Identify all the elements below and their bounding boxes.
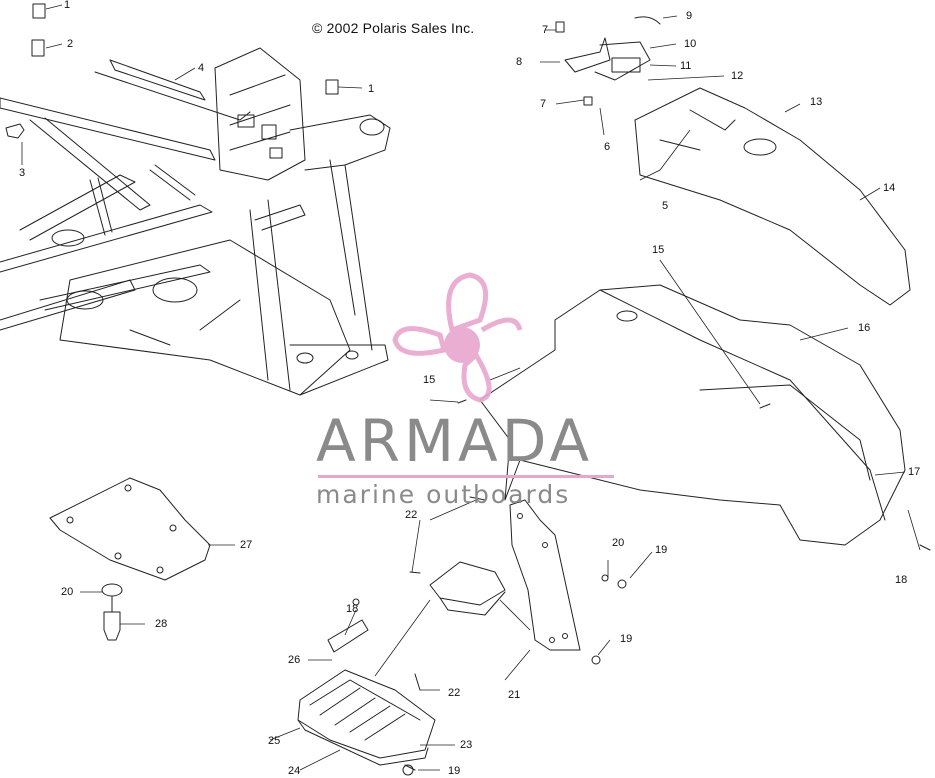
callout-15a: 15	[652, 244, 665, 256]
callout-13: 13	[810, 96, 823, 108]
callout-20b: 20	[612, 537, 625, 549]
callout-24: 24	[288, 765, 301, 777]
callout-12: 12	[731, 70, 744, 82]
callout-2: 2	[67, 38, 74, 50]
front-fender	[479, 284, 906, 546]
callout-7a: 7	[542, 24, 549, 36]
callout-19c: 19	[448, 765, 461, 777]
callout-3: 3	[19, 167, 26, 179]
washer-20-left	[101, 583, 123, 597]
bolt-28	[103, 611, 121, 641]
callout-22b: 22	[448, 687, 461, 699]
callout-25: 25	[268, 735, 281, 747]
callout-7b: 7	[540, 98, 547, 110]
footrest-bracket	[429, 561, 506, 606]
watermark-subtitle: marine outboards	[316, 480, 571, 509]
watermark-divider	[318, 475, 614, 478]
callout-5: 5	[662, 200, 669, 212]
rear-fender	[634, 87, 911, 306]
callout-1a: 1	[64, 0, 71, 11]
propeller-icon	[392, 272, 523, 403]
callout-8: 8	[516, 56, 523, 68]
callout-18b: 18	[346, 603, 359, 615]
copyright-notice: © 2002 Polaris Sales Inc.	[312, 20, 475, 36]
callout-19a: 19	[655, 544, 668, 556]
callout-9: 9	[686, 10, 693, 22]
callout-19b: 19	[620, 633, 633, 645]
callout-23: 23	[460, 739, 473, 751]
callout-4: 4	[198, 62, 205, 74]
callout-20a: 20	[61, 586, 74, 598]
footrest-25	[297, 669, 436, 759]
frame-assembly	[0, 47, 391, 396]
tail-bracket-assembly	[555, 16, 661, 106]
callout-22a: 22	[405, 509, 418, 521]
callout-14: 14	[883, 182, 896, 194]
callout-11: 11	[680, 60, 692, 72]
callout-21: 21	[508, 689, 521, 701]
callout-16: 16	[858, 322, 871, 334]
callout-17: 17	[908, 466, 921, 478]
callout-26: 26	[288, 654, 301, 666]
callout-18a: 18	[895, 574, 908, 586]
callout-27: 27	[240, 539, 253, 551]
skid-plate	[49, 477, 211, 581]
fastener-parts	[5, 3, 339, 139]
callout-10: 10	[684, 38, 697, 50]
mud-flap	[509, 499, 581, 651]
callout-6: 6	[604, 141, 611, 153]
watermark-title: ARMADA	[316, 407, 594, 475]
footrest-rail-26	[327, 619, 369, 653]
callout-28: 28	[155, 618, 168, 630]
callout-1b: 1	[368, 83, 375, 95]
callout-15b: 15	[423, 374, 436, 386]
